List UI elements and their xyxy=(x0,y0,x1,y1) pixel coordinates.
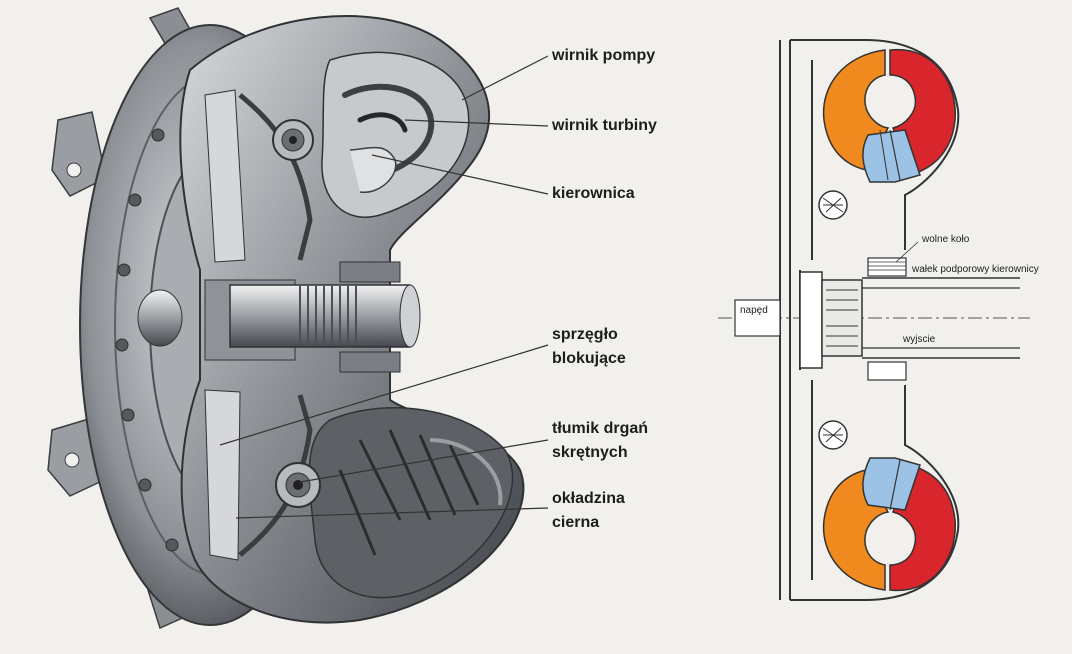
label-damper-1: tłumik drgań xyxy=(552,420,649,437)
label-drive: napęd xyxy=(740,305,768,316)
cutaway-illustration xyxy=(47,7,525,630)
stator-upper xyxy=(862,129,921,183)
stator-support-shaft xyxy=(862,277,1020,359)
output-shaft-schematic xyxy=(862,287,1020,349)
label-freewheel: wolne koło xyxy=(922,234,970,245)
lower-torus xyxy=(822,457,956,592)
label-stator-shaft: wałek podporowy kierownicy xyxy=(912,264,1039,275)
drive-stub xyxy=(734,299,781,337)
upper-torus xyxy=(822,48,956,183)
lower-torus-cavity xyxy=(308,407,514,599)
damper-spring-lower xyxy=(275,462,321,508)
label-stator: kierownica xyxy=(552,185,635,202)
callout-leaders xyxy=(219,55,549,519)
leader-lockup xyxy=(219,344,549,446)
label-lockup-clutch-1: sprzęgło xyxy=(552,326,618,343)
freewheel-block xyxy=(867,257,907,277)
leader-turbine xyxy=(404,119,549,127)
lockup-piston-lower xyxy=(204,389,241,561)
label-pump-impeller: wirnik pompy xyxy=(552,47,656,64)
label-friction-lining-1: okładzina xyxy=(552,490,625,507)
turbine-blades-lower xyxy=(338,429,480,556)
damper-spring-upper xyxy=(272,119,314,161)
label-damper-2: skrętnych xyxy=(552,444,628,461)
schematic-damper-upper xyxy=(818,190,848,220)
leader-lining xyxy=(235,507,549,519)
leader-freewheel xyxy=(895,241,919,263)
label-turbine-wheel: wirnik turbiny xyxy=(552,117,657,134)
stator-lower xyxy=(862,457,921,511)
leader-pump xyxy=(461,55,549,101)
leader-damper xyxy=(299,439,549,483)
label-friction-lining-2: cierna xyxy=(552,514,600,531)
leader-stator xyxy=(371,154,549,195)
label-output: wyjscie xyxy=(903,334,936,345)
turbine-hub xyxy=(821,279,863,357)
flange-ear-left xyxy=(51,111,107,197)
label-lockup-clutch-2: blokujące xyxy=(552,350,626,367)
output-shaft xyxy=(229,284,411,348)
schematic-damper-lower xyxy=(818,420,848,450)
schematic xyxy=(718,39,1030,601)
flexplate-bolts xyxy=(115,128,179,552)
lockup-piston-upper xyxy=(204,89,246,263)
shaft-splines xyxy=(299,286,357,346)
